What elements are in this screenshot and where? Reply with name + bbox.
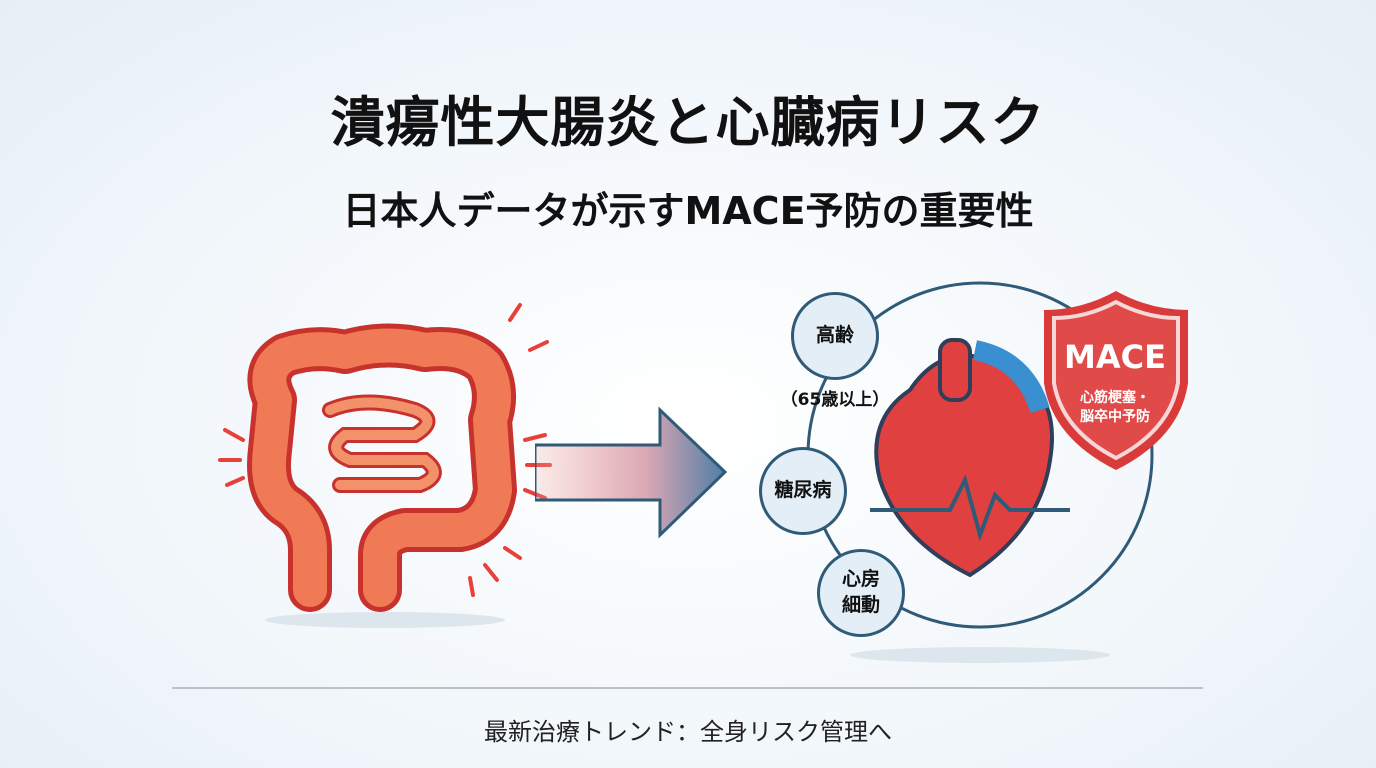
page-subtitle: 日本人データが示すMACE予防の重要性	[342, 189, 1034, 233]
shield-line2: 脳卒中予防	[1080, 409, 1150, 425]
inflamed-colon-illustration	[218, 303, 552, 628]
footer-text: 最新治療トレンド：全身リスク管理へ	[484, 718, 892, 746]
divider	[172, 687, 1203, 689]
heart-illustration	[806, 281, 1154, 663]
arrow-icon	[535, 406, 728, 539]
shield-line1: 心筋梗塞・	[1080, 390, 1150, 406]
shield-title: MACE	[1064, 338, 1166, 376]
risk-factor-diabetes: 糖尿病	[759, 447, 847, 535]
afib-label: 心房細動	[841, 568, 880, 616]
risk-factor-afib: 心房細動	[817, 549, 905, 637]
shield-icon	[1044, 291, 1188, 470]
page-title: 潰瘍性大腸炎と心臓病リスク	[330, 91, 1046, 154]
risk-factor-age-note: （65歳以上）	[780, 390, 890, 410]
risk-factor-age: 高齢	[791, 292, 879, 380]
